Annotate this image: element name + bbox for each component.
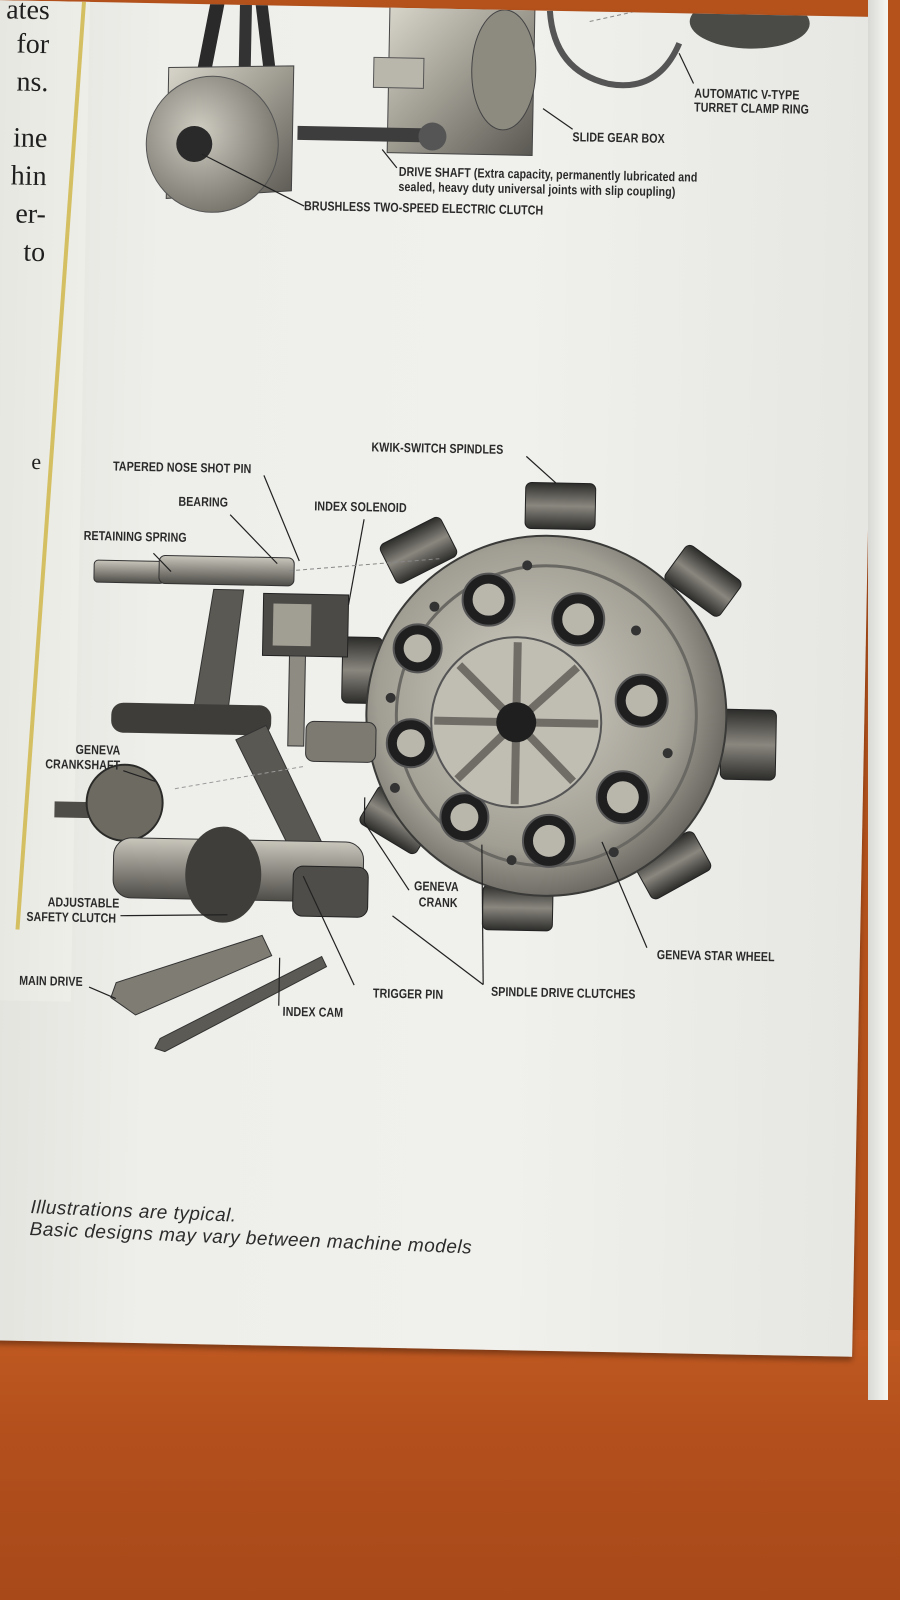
geneva-star-wheel-label: GENEVA STAR WHEEL	[656, 946, 775, 965]
drive-assembly-illustration	[145, 0, 810, 213]
geneva-crankshaft-label-2: CRANKSHAFT	[45, 756, 121, 773]
main-drive-label: MAIN DRIVE	[19, 972, 83, 989]
table-surface	[0, 1330, 900, 1600]
adjustable-safety-clutch-label-2: SAFETY CLUTCH	[26, 908, 117, 926]
index-cam-label: INDEX CAM	[282, 1003, 344, 1020]
brochure-page: ates for ns. ine hin er- to e	[0, 0, 878, 1357]
trigger-pin-label: TRIGGER PIN	[372, 985, 444, 1002]
indexing-mechanism-illustration	[54, 455, 777, 1053]
tapered-nose-shot-pin-label: TAPERED NOSE SHOT PIN	[112, 458, 252, 477]
geneva-crank-label-2: CRANK	[418, 894, 458, 911]
geneva-crank-label: GENEVA	[413, 878, 459, 895]
bearing-label: BEARING	[178, 493, 229, 510]
page-edge	[868, 0, 888, 1400]
spindle-drive-clutches-label: SPINDLE DRIVE CLUTCHES	[490, 983, 636, 1002]
illustration-caption: Illustrations are typical. Basic designs…	[29, 1197, 473, 1260]
index-solenoid-label: INDEX SOLENOID	[314, 498, 407, 516]
geneva-crankshaft-label: GENEVA	[75, 741, 121, 758]
retaining-spring-label: RETAINING SPRING	[83, 527, 187, 545]
kwik-switch-spindles-label: KWIK-SWITCH SPINDLES	[371, 439, 504, 457]
adjustable-safety-clutch-label: ADJUSTABLE	[47, 894, 120, 911]
